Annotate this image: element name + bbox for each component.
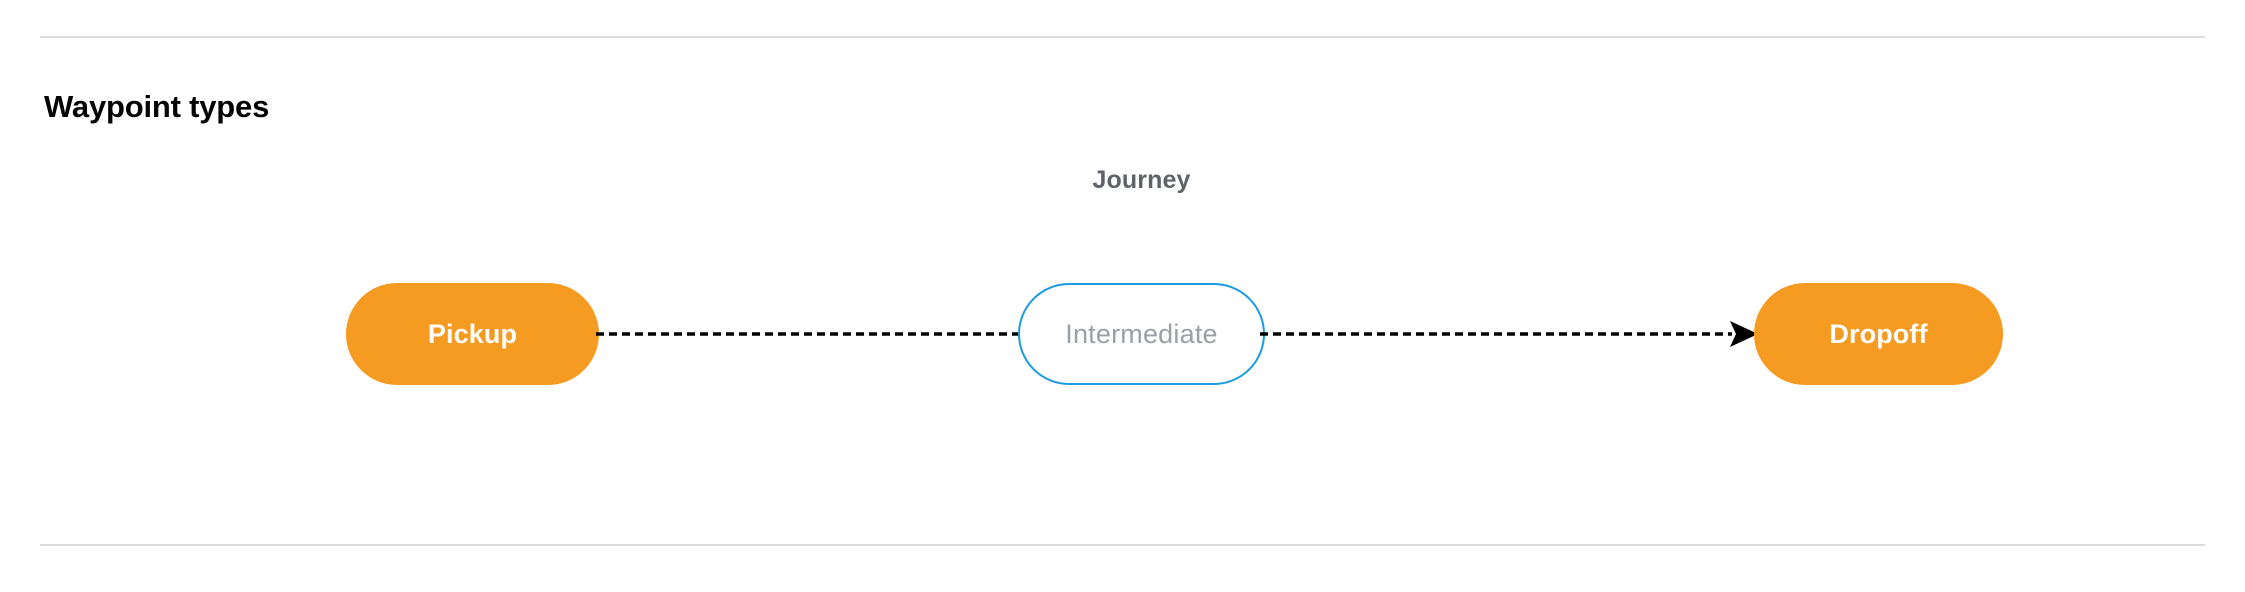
arrowhead-right-icon bbox=[1730, 321, 1758, 347]
node-intermediate-label: Intermediate bbox=[1065, 318, 1218, 349]
node-pickup-label: Pickup bbox=[427, 318, 518, 349]
edge-pickup-to-intermediate bbox=[596, 304, 1024, 364]
node-pickup[interactable]: Pickup bbox=[346, 283, 599, 385]
section-divider-top bbox=[40, 36, 2205, 38]
edge-intermediate-to-dropoff bbox=[1260, 304, 1760, 364]
page-title: Waypoint types bbox=[44, 88, 270, 124]
node-intermediate[interactable]: Intermediate bbox=[1018, 283, 1265, 385]
section-divider-bottom bbox=[40, 544, 2205, 546]
journey-group-label: Journey bbox=[1092, 166, 1191, 194]
node-dropoff[interactable]: Dropoff bbox=[1754, 283, 2003, 385]
node-dropoff-label: Dropoff bbox=[1829, 318, 1928, 349]
